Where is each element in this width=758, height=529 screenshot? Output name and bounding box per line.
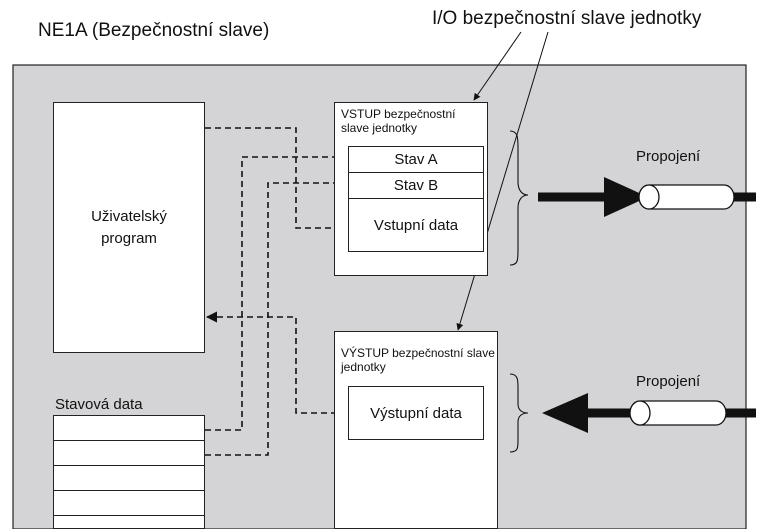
input-unit-block: VSTUP bezpečnostní slave jednotky Stav A… — [334, 102, 488, 276]
user-program-block: Uživatelský program — [53, 102, 205, 353]
status-data-row-divider — [54, 515, 204, 516]
input-connection — [538, 177, 756, 217]
status-data-row-divider — [54, 440, 204, 441]
io-callout-label: I/O bezpečnostní slave jednotky — [432, 8, 702, 29]
flow-program-to-input-data — [205, 127, 347, 234]
input-data-row: Vstupní data — [348, 198, 484, 252]
stav-a-row: Stav A — [348, 146, 484, 173]
dashed-flow-lines — [205, 127, 347, 456]
input-data-label: Vstupní data — [373, 216, 459, 234]
output-unit-title: VÝSTUP bezpečnostní slave jednotky — [341, 346, 495, 374]
status-data-table — [53, 415, 205, 529]
flow-status-to-stav-b — [205, 177, 347, 456]
callout-line-output — [456, 31, 549, 331]
output-brace — [509, 373, 529, 453]
callout-line-input — [473, 31, 522, 101]
stav-b-label: Stav B — [393, 177, 439, 194]
output-data-row: Výstupní data — [348, 386, 484, 440]
flow-output-to-program — [205, 311, 347, 414]
input-connection-label: Propojení — [636, 148, 701, 165]
user-program-label: Uživatelský program — [91, 207, 167, 247]
device-title: NE1A (Bezpečnostní slave) — [38, 20, 270, 41]
status-data-label: Stavová data — [55, 396, 143, 413]
output-data-label: Výstupní data — [370, 404, 462, 422]
status-data-row-divider — [54, 490, 204, 491]
input-unit-title: VSTUP bezpečnostní slave jednotky — [341, 107, 456, 135]
stav-a-label: Stav A — [394, 151, 438, 168]
output-connection — [542, 393, 756, 433]
output-unit-block: VÝSTUP bezpečnostní slave jednotky Výstu… — [334, 331, 498, 529]
input-brace — [509, 130, 529, 266]
status-data-row-divider — [54, 465, 204, 466]
output-connection-label: Propojení — [636, 373, 701, 390]
stav-b-row: Stav B — [348, 172, 484, 199]
flow-status-to-stav-a — [205, 151, 347, 431]
